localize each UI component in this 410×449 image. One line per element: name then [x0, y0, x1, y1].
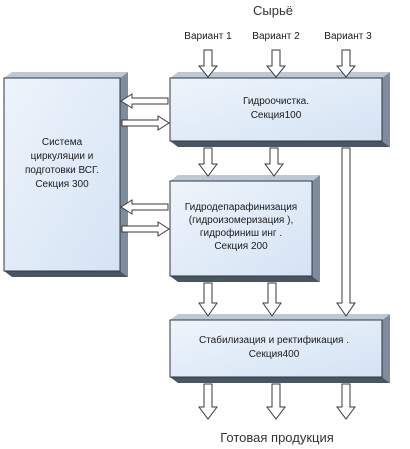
feed-arrow-2 — [265, 49, 287, 78]
product-arrow-1 — [198, 383, 218, 420]
hydrotreating-box: Гидроочистка. Секция100 — [169, 72, 390, 147]
hydro-line-2: Секция100 — [251, 110, 302, 121]
hydro-line-1: Гидроочистка. — [243, 96, 309, 107]
hydro-to-dewax-arrow-2 — [264, 147, 284, 177]
dewaxing-box: Гидродепарафинизация (гидроизомеризация … — [169, 175, 320, 282]
dewax-to-stab-arrow-1 — [198, 282, 218, 317]
dewax-to-vsg-arrow — [120, 199, 169, 215]
vsg-to-dewax-arrow — [121, 221, 170, 237]
feed-arrow-3 — [335, 49, 357, 78]
feed-arrow-1 — [197, 49, 219, 78]
vsg-line-1: Система — [42, 137, 83, 148]
vsg-to-hydro-arrow — [121, 115, 170, 131]
hydro-to-vsg-arrow — [120, 93, 169, 109]
variant-label-1: Вариант 1 — [184, 31, 232, 42]
product-arrow-2 — [266, 383, 286, 420]
hydro-to-stab-bypass-arrow — [336, 147, 356, 317]
vsg-line-2: циркуляции и — [31, 151, 94, 162]
variant-label-3: Вариант 3 — [324, 31, 372, 42]
dewax-line-3: гидрофиниш инг . — [200, 227, 282, 239]
dewax-line-2: (гидроизомеризация ), — [189, 215, 294, 226]
dewax-line-1: Гидродепарафинизация — [185, 201, 297, 213]
dewax-to-stab-arrow-2 — [262, 282, 282, 317]
stab-line-1: Стабилизация и ректификация . — [199, 334, 349, 346]
variant-label-2: Вариант 2 — [252, 31, 300, 42]
stabilization-box: Стабилизация и ректификация . Секция400 — [169, 314, 390, 383]
stab-line-2: Секция400 — [249, 349, 300, 360]
dewax-line-4: Секция 200 — [214, 241, 268, 252]
vsg-line-4: Секция 300 — [35, 179, 89, 190]
feedstock-title: Сырьё — [253, 3, 293, 18]
product-arrow-3 — [336, 383, 356, 420]
hydro-to-dewax-arrow-1 — [198, 147, 218, 177]
vsg-line-3: подготовки ВСГ. — [25, 165, 99, 176]
product-title: Готовая продукция — [220, 430, 334, 445]
vsg-system-box: Система циркуляции и подготовки ВСГ. Сек… — [3, 72, 128, 277]
